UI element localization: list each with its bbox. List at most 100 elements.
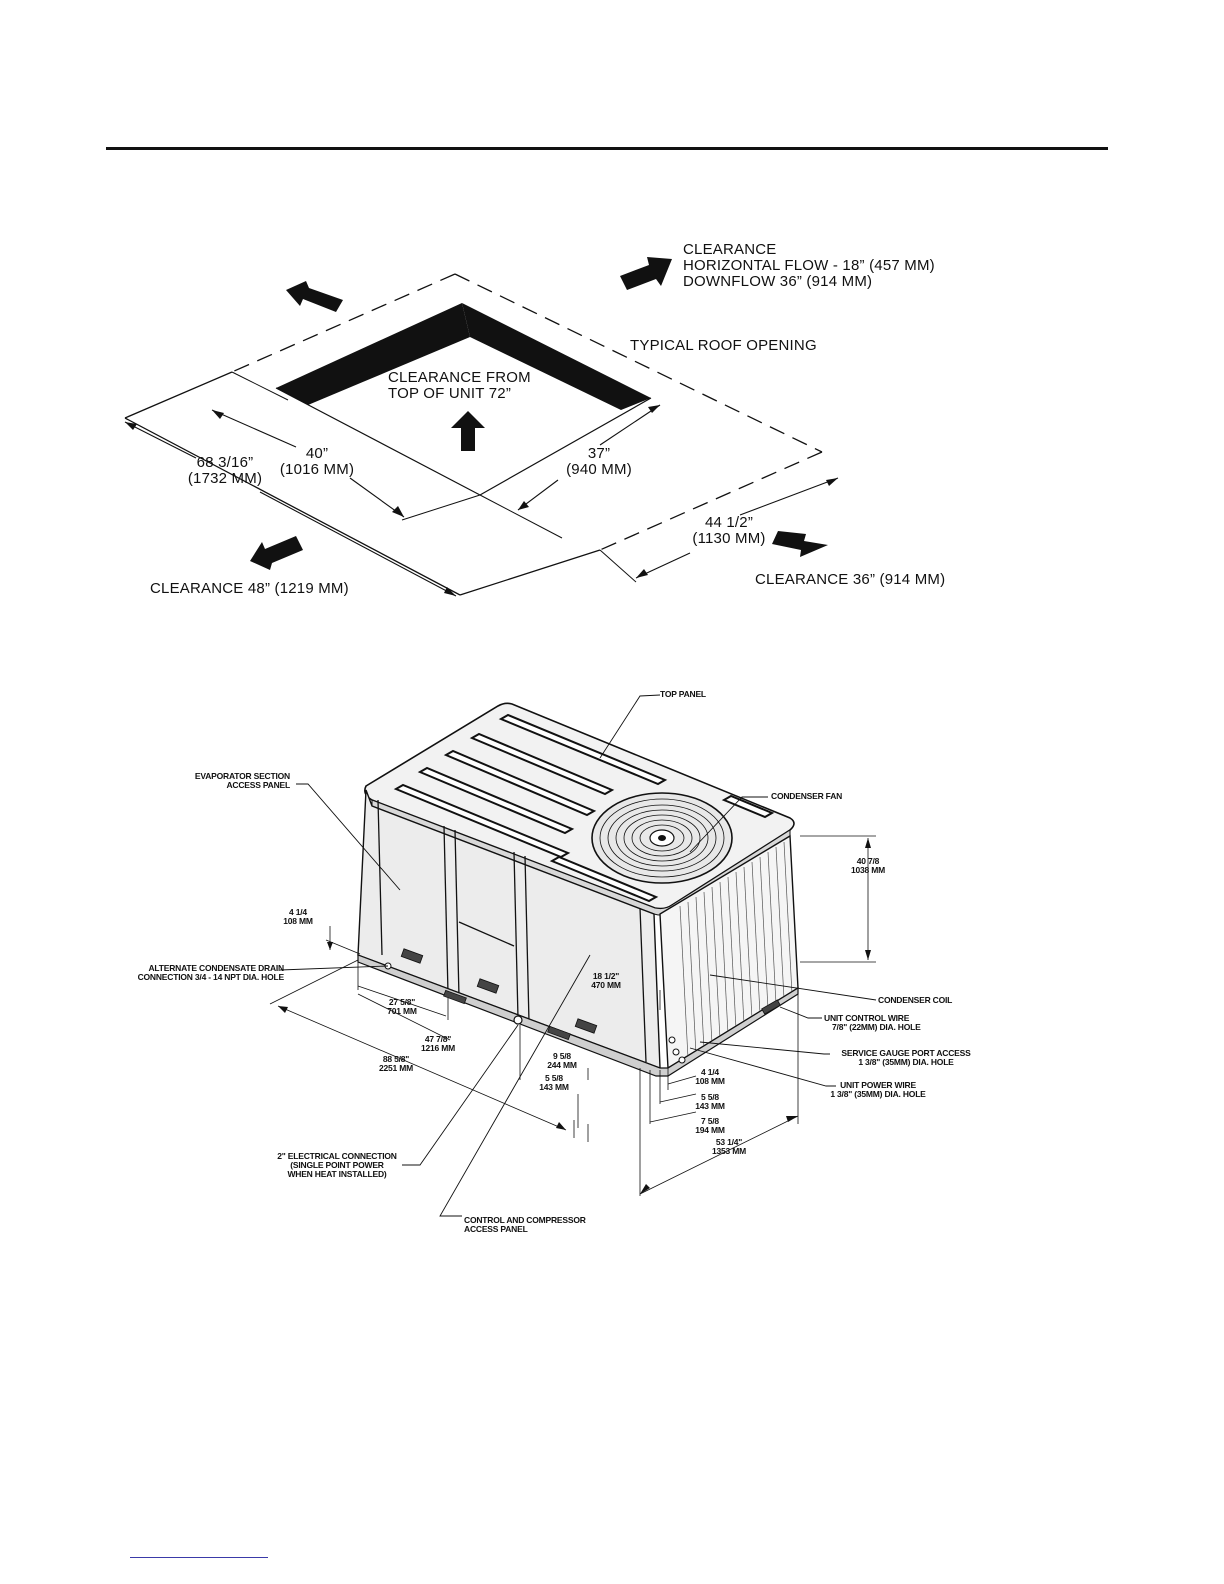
dim-5-58a-mm: 143 MM: [539, 1081, 569, 1092]
height-dim-mm: 1038 MM: [850, 864, 886, 875]
dim-88-in: 88 5/8": [382, 1054, 410, 1064]
service-gauge-line1: SERVICE GAUGE PORT ACCESS: [841, 1048, 971, 1058]
height-dim-in: 40 7/8: [856, 856, 880, 866]
evaporator-panel-edge: [377, 799, 383, 956]
unit-power-wire-label: UNIT POWER WIRE 1 3/8" (35MM) DIA. HOLE: [818, 1081, 938, 1099]
roof-opening-edge-left: [275, 387, 481, 496]
arrow-down-right-icon: [772, 531, 828, 557]
height-dim-label: 40 7/8 1038 MM: [838, 857, 898, 875]
panel-divider: [443, 825, 449, 994]
dim-4-14b-mm: 108 MM: [695, 1075, 725, 1086]
leader-condenser-coil: [709, 974, 877, 1001]
arrow-up-left-icon: [286, 281, 343, 312]
leader-control-compressor: [439, 954, 591, 1217]
base-bracket: [547, 1025, 571, 1041]
arrowhead: [865, 950, 871, 960]
dim-5-58b-line: [659, 1093, 697, 1103]
evaporator-panel-label: EVAPORATOR SECTION ACCESS PANEL: [160, 772, 290, 790]
dim-68-in: 68 3/16”: [196, 454, 254, 471]
dim-5-58b-label: 5 5/8 143 MM: [688, 1093, 732, 1111]
top-panel-louver: [549, 855, 659, 903]
dim-53-line: [639, 1115, 799, 1195]
alt-drain-line2: CONNECTION 3/4 - 14 NPT DIA. HOLE: [137, 971, 285, 982]
dim-27-in: 27 5/8": [388, 997, 416, 1007]
dim-4-14a-mm: 108 MM: [283, 915, 313, 926]
dim-9-58-mm: 244 MM: [547, 1059, 577, 1070]
dim-37-line-upper: [599, 404, 661, 446]
clearance-edge-bottom-right-solid: [459, 549, 601, 596]
arrowhead: [648, 405, 660, 413]
dim-68-line-lower: [259, 491, 457, 597]
panel-divider: [454, 829, 460, 998]
clearance-36-label: CLEARANCE 36” (914 MM): [755, 571, 946, 588]
base-bracket: [443, 989, 467, 1005]
panel-divider: [513, 851, 519, 1019]
dim-47-line: [357, 993, 451, 1041]
base-bracket: [400, 948, 424, 964]
electrical-connection-label: 2" ELECTRICAL CONNECTION (SINGLE POINT P…: [262, 1152, 412, 1179]
clearance-title: CLEARANCE: [683, 241, 777, 258]
dim-4-14b-line: [667, 1075, 697, 1085]
wire-hole-icon: [668, 1036, 676, 1044]
clearance-48-label: CLEARANCE 48” (1219 MM): [150, 580, 349, 597]
arrowhead: [392, 506, 404, 517]
dim-47-label: 47 7/8" 1216 MM: [410, 1035, 466, 1053]
dim-47-in: 47 7/8": [424, 1034, 452, 1044]
leader-unit-control: [779, 1006, 822, 1019]
ext-line-a: [231, 371, 289, 401]
control-compressor-line2: ACCESS PANEL: [464, 1223, 528, 1234]
dim-5-58b-mm: 143 MM: [695, 1100, 725, 1111]
dim-53-mm: 1353 MM: [711, 1145, 747, 1156]
panel-divider: [524, 855, 530, 1023]
arrowhead: [444, 587, 456, 596]
dim-88-mm: 2251 MM: [378, 1062, 414, 1073]
base-bracket: [574, 1018, 598, 1034]
clearance-edge-bottom-right: [599, 451, 823, 551]
unit-control-wire-label: UNIT CONTROL WIRE 7/8" (22MM) DIA. HOLE: [824, 1014, 921, 1032]
control-compressor-line1: CONTROL AND COMPRESSOR: [464, 1215, 586, 1225]
arrowhead: [212, 410, 224, 419]
dim-7-58-in: 7 5/8: [701, 1116, 719, 1126]
arrowhead: [556, 1122, 566, 1130]
condenser-fan-icon: [591, 792, 733, 884]
service-gauge-line2: 1 3/8" (35MM) DIA. HOLE: [858, 1056, 954, 1067]
ext-line-d: [599, 549, 637, 583]
dim-18-in: 18 1/2": [592, 971, 620, 981]
arrow-up-icon: [451, 411, 485, 451]
dim-53-label: 53 1/4" 1353 MM: [704, 1138, 754, 1156]
dim-7-58-mm: 194 MM: [695, 1124, 725, 1135]
electrical-line1: 2" ELECTRICAL CONNECTION: [277, 1151, 397, 1161]
unit-control-wire-line2: 7/8" (22MM) DIA. HOLE: [832, 1021, 921, 1032]
roof-opening-diagram: [124, 257, 839, 597]
clearance-edge-left: [124, 371, 233, 419]
wire-hole-icon: [678, 1056, 686, 1064]
dim-7-58-line: [649, 1111, 697, 1123]
arrowhead: [125, 422, 137, 430]
electrical-line3: WHEN HEAT INSTALLED): [287, 1168, 387, 1179]
front-right-edge: [639, 907, 647, 1063]
top-panel-louver: [417, 766, 575, 835]
arrowhead: [327, 942, 333, 950]
top-panel-louver: [443, 749, 597, 817]
footer-link-underline: [130, 1557, 268, 1558]
electrical-line2: (SINGLE POINT POWER: [290, 1159, 384, 1170]
unit-power-wire-line2: 1 3/8" (35MM) DIA. HOLE: [830, 1088, 926, 1099]
service-gauge-label: SERVICE GAUGE PORT ACCESS 1 3/8" (35MM) …: [822, 1049, 990, 1067]
dim-68-mm: (1732 MM): [187, 469, 263, 487]
dim-88-ext: [269, 959, 359, 1005]
electrical-connection-hole-icon: [513, 1015, 523, 1025]
roof-opening-frame-right: [462, 303, 651, 410]
arrowhead: [786, 1116, 798, 1122]
dim-4-14a-in: 4 1/4: [289, 907, 307, 917]
dim-4-14a-label: 4 1/4 108 MM: [268, 908, 328, 926]
dim-44-label: 44 1/2” (1130 MM): [682, 515, 776, 547]
dim-68-line-upper: [124, 421, 197, 459]
unit-front-face: [357, 789, 661, 1070]
dim-40-label: 40” (1016 MM): [272, 446, 362, 478]
panel-window: [458, 921, 515, 947]
top-panel-label: TOP PANEL: [660, 689, 706, 699]
dim-40-in: 40”: [305, 445, 329, 462]
top-panel-louver: [469, 732, 615, 796]
arrowhead: [640, 1184, 650, 1194]
